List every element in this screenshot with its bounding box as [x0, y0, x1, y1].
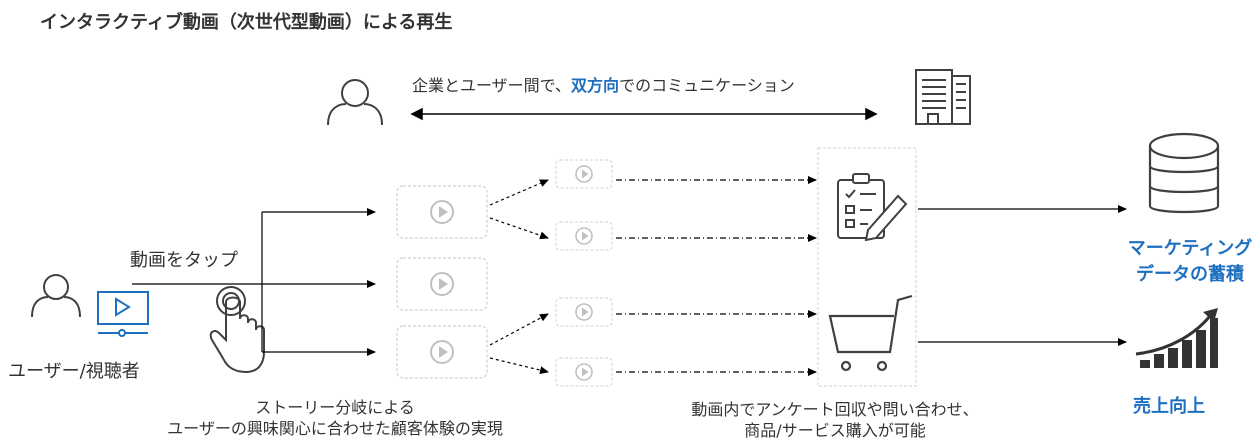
clipboard-checklist-icon [837, 173, 908, 242]
tap-label: 動画をタップ [130, 250, 238, 271]
video-box-top [396, 185, 488, 239]
story-caption: ストーリー分岐による ユーザーの興味関心に合わせた顧客体験の実現 [150, 397, 520, 439]
survey-caption: 動画内でアンケート回収や問い合わせ、 商品/サービス購入が可能 [630, 399, 1040, 441]
growth-chart-icon [1135, 308, 1218, 368]
flow-lines [132, 208, 376, 356]
viewer-person-icon [31, 274, 81, 318]
story-caption-line1: ストーリー分岐による [255, 398, 415, 417]
video-player-icon [97, 291, 149, 337]
diagram-title: インタラクティブ動画（次世代型動画）による再生 [40, 12, 453, 33]
small-video-box-1 [555, 159, 613, 189]
output-arrows [918, 205, 1127, 346]
communication-after: でのコミュニケーション [619, 76, 795, 95]
branch-arrows [489, 179, 549, 375]
communication-arrow [410, 107, 878, 121]
marketing-label-line2: データの蓄積 [1136, 264, 1244, 285]
communication-caption: 企業とユーザー間で、双方向でのコミュニケーション [412, 72, 795, 96]
company-user-person-icon [327, 79, 383, 126]
action-container [817, 147, 917, 387]
database-icon [1148, 132, 1220, 214]
shopping-cart-icon [828, 294, 913, 372]
communication-highlight: 双方向 [571, 76, 620, 95]
small-video-box-4 [555, 357, 613, 387]
sales-label: 売上向上 [1133, 396, 1205, 417]
viewer-label: ユーザー/視聴者 [8, 361, 140, 382]
marketing-label: マーケティング データの蓄積 [1095, 236, 1255, 288]
video-box-bottom [396, 325, 488, 379]
story-caption-line2: ユーザーの興味関心に合わせた顧客体験の実現 [167, 419, 503, 438]
survey-caption-line2: 商品/サービス購入が可能 [744, 421, 926, 440]
to-action-arrows [616, 176, 817, 376]
video-box-middle [396, 257, 488, 311]
building-icon [915, 69, 971, 125]
tap-hand-icon [209, 286, 265, 374]
communication-before: 企業とユーザー間で、 [412, 76, 572, 95]
survey-caption-line1: 動画内でアンケート回収や問い合わせ、 [691, 400, 979, 419]
small-video-box-3 [555, 297, 613, 327]
marketing-label-line1: マーケティング [1127, 238, 1253, 259]
small-video-box-2 [555, 221, 613, 251]
